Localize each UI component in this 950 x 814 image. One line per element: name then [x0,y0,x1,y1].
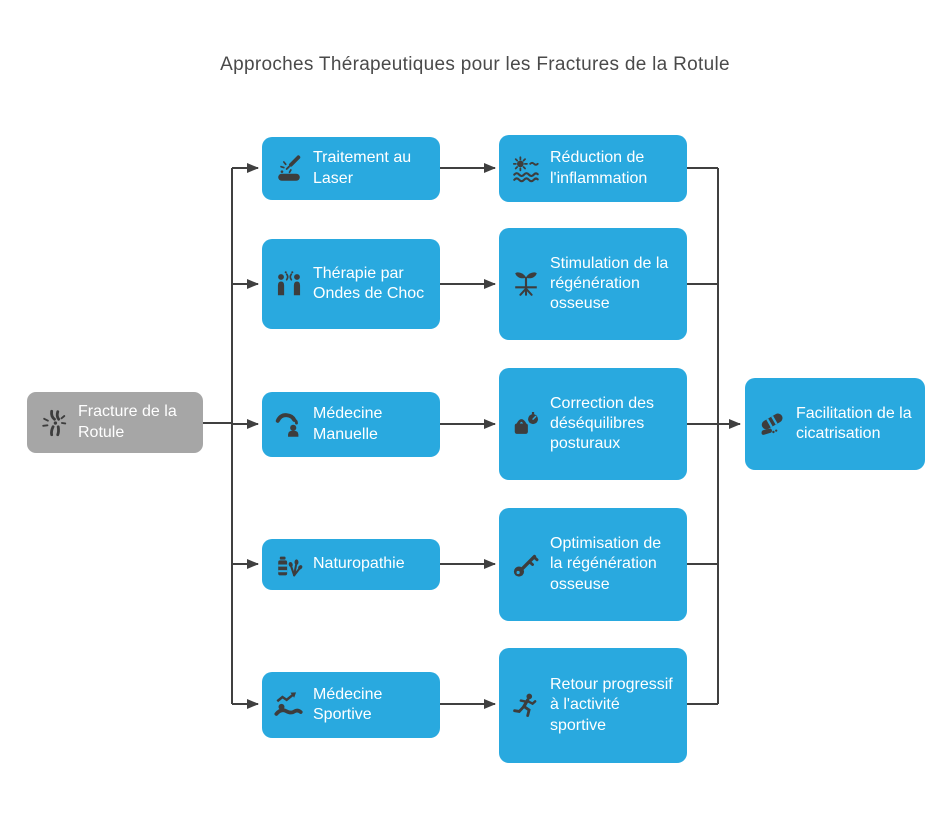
sprout-icon [511,269,541,299]
node-label: Retour progressif à l'activité sportive [550,676,673,734]
key-icon [511,550,541,580]
shockwave-icon [274,269,304,299]
node-retour-activite-sportive: Retour progressif à l'activité sportive [499,648,687,763]
node-reduction-inflammation: Réduction de l'inflammation [499,135,687,202]
runner-icon [511,691,541,721]
node-label: Naturopathie [313,555,405,573]
node-label: Réduction de l'inflammation [550,149,648,187]
node-medecine-manuelle: Médecine Manuelle [262,392,440,457]
node-label: Correction des déséquilibres posturaux [550,394,655,453]
node-label: Facilitation de la cicatrisation [796,404,912,442]
sun-waves-icon [511,154,541,184]
node-fracture-rotule: Fracture de la Rotule [27,392,203,453]
node-label: Fracture de la Rotule [78,403,177,441]
bone-fracture-icon [39,408,69,438]
sports-medicine-icon [274,690,304,720]
weight-scale-icon [511,409,541,439]
node-facilitation-cicatrisation: Facilitation de la cicatrisation [745,378,925,470]
node-traitement-laser: Traitement au Laser [262,137,440,200]
bandage-icon [757,409,787,439]
node-label: Optimisation de la régénération osseuse [550,535,662,593]
node-naturopathie: Naturopathie [262,539,440,590]
node-label: Stimulation de la régénération osseuse [550,254,669,313]
node-label: Thérapie par Ondes de Choc [313,264,425,302]
manual-therapy-icon [274,410,304,440]
diagram-title: Approches Thérapeutiques pour les Fractu… [220,54,730,75]
node-label: Médecine Manuelle [313,405,383,443]
node-correction-desequilibres-posturaux: Correction des déséquilibres posturaux [499,368,687,480]
node-medecine-sportive: Médecine Sportive [262,672,440,738]
naturopathy-icon [274,550,304,580]
node-optimisation-regeneration-osseuse: Optimisation de la régénération osseuse [499,508,687,621]
node-label: Médecine Sportive [313,685,383,723]
node-label: Traitement au Laser [313,149,412,187]
laser-icon [274,154,304,184]
node-therapie-ondes-de-choc: Thérapie par Ondes de Choc [262,239,440,329]
node-stimulation-regeneration-osseuse: Stimulation de la régénération osseuse [499,228,687,340]
